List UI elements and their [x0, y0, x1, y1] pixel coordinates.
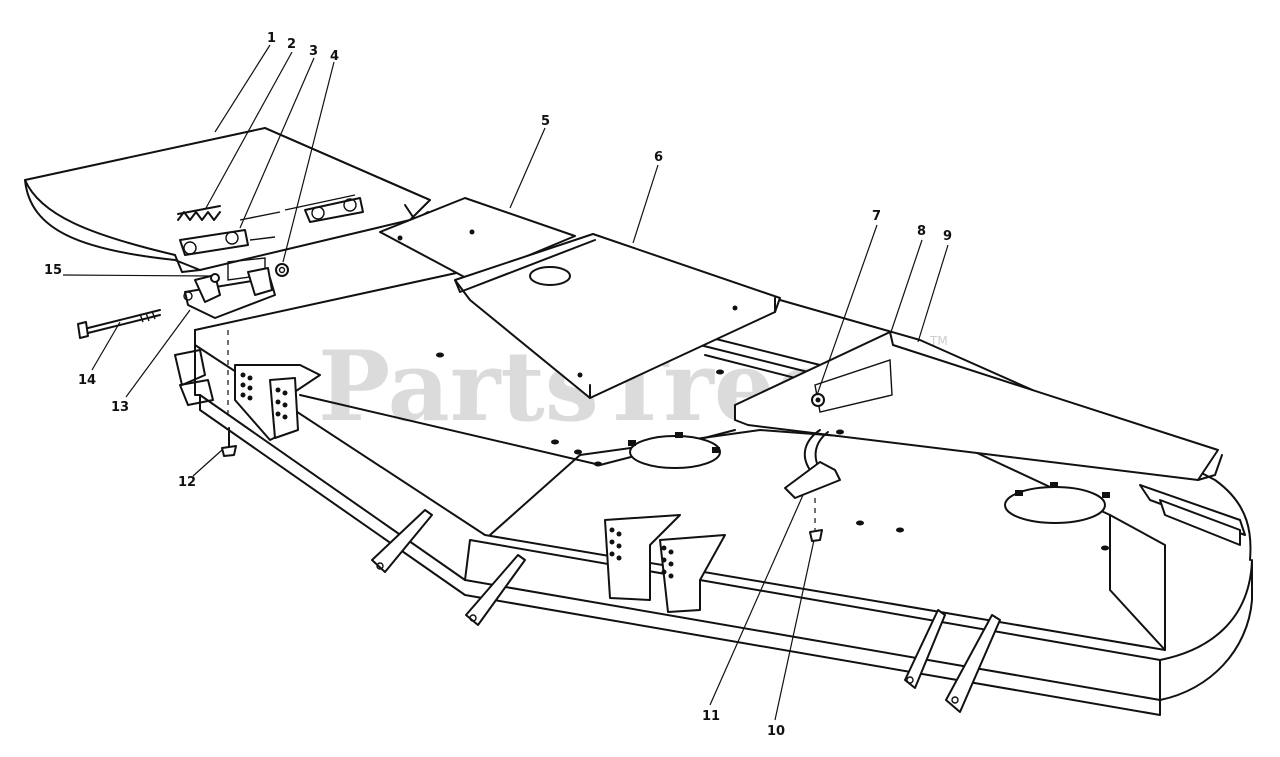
rear-shield-right [454, 233, 781, 399]
callout-12: 12 [178, 475, 196, 490]
callout-15: 15 [44, 263, 62, 278]
hinge-spring [177, 205, 221, 221]
rear-shield-left [379, 197, 576, 281]
callout-6: 6 [654, 150, 663, 165]
rear-baffle-strip [1139, 484, 1246, 546]
deck-hanger-arms [371, 509, 1001, 713]
callout-1: 1 [267, 31, 276, 46]
left-hanger-brackets [174, 349, 321, 441]
hex-nut [275, 263, 289, 277]
callout-9: 9 [943, 229, 952, 244]
callouts: 1 2 3 4 5 6 7 8 9 10 11 12 13 14 15 [44, 31, 952, 739]
callout-13: 13 [111, 400, 129, 415]
callout-4: 4 [330, 49, 339, 64]
callout-8: 8 [917, 224, 926, 239]
pivot-bolt [77, 309, 161, 339]
watermark-trademark: TM [929, 334, 948, 348]
callout-10: 10 [767, 724, 785, 739]
hinge-bracket [183, 267, 276, 319]
callout-3: 3 [309, 44, 318, 59]
discharge-deflector [24, 127, 431, 281]
callout-2: 2 [287, 37, 296, 52]
callout-11: 11 [702, 709, 720, 724]
callout-5: 5 [541, 114, 550, 129]
deck-housing [194, 269, 1253, 716]
leader-lines [62, 44, 949, 721]
center-hanger-brackets [604, 514, 726, 613]
callout-14: 14 [78, 373, 96, 388]
callout-7: 7 [872, 209, 881, 224]
carriage-screw-left [221, 330, 237, 457]
latch-assembly [784, 393, 841, 542]
